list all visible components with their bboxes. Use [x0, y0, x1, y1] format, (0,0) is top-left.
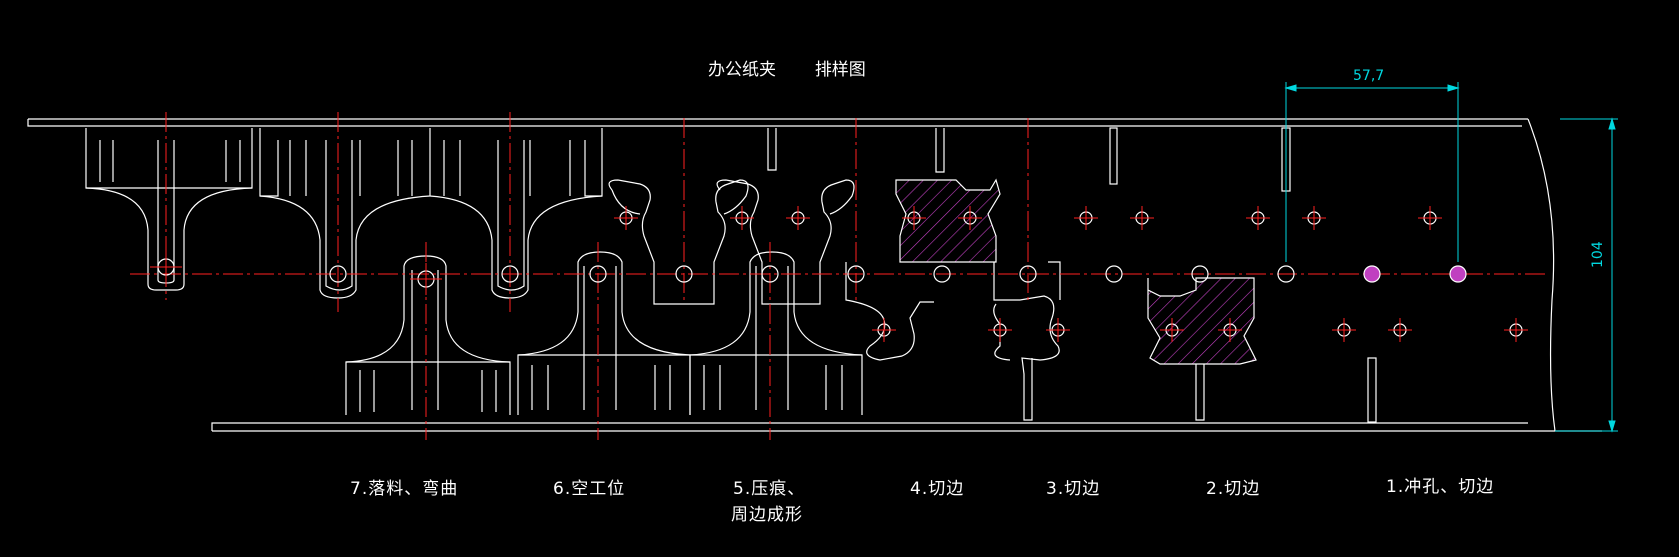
title-product: 办公纸夹 [708, 60, 776, 80]
part-station-2-hatched [1147, 277, 1257, 421]
station-4-label: 4.切边 [910, 479, 965, 499]
title-drawing: 排样图 [814, 60, 866, 80]
part-station-7-bottom [345, 255, 511, 415]
part-station-7-top [85, 128, 253, 291]
pitch-dimension: 57,7 [1353, 68, 1385, 84]
dimension-lines [1284, 82, 1618, 433]
part-top-combs [259, 128, 603, 299]
station-2-label: 2.切边 [1206, 479, 1261, 499]
station-5-label: 5.压痕、 [733, 479, 806, 499]
part-station-5-x [608, 128, 855, 305]
centerlines [130, 112, 1545, 440]
station-6-label: 6.空工位 [553, 479, 626, 499]
drawing-title: 办公纸夹 排样图 [708, 55, 866, 80]
pierce-holes [150, 206, 1528, 342]
station-3-label: 3.切边 [1046, 479, 1101, 499]
strip-outline [27, 118, 1602, 432]
punch-slots [1109, 127, 1377, 423]
part-station-4-hatched [895, 128, 1001, 263]
station-1-label: 1.冲孔、切边 [1386, 477, 1495, 497]
station-5-label-line2: 周边成形 [731, 505, 803, 525]
width-dimension: 104 [1590, 241, 1606, 268]
station-7-label: 7.落料、弯曲 [350, 479, 459, 499]
part-bottom-combs [517, 251, 863, 415]
